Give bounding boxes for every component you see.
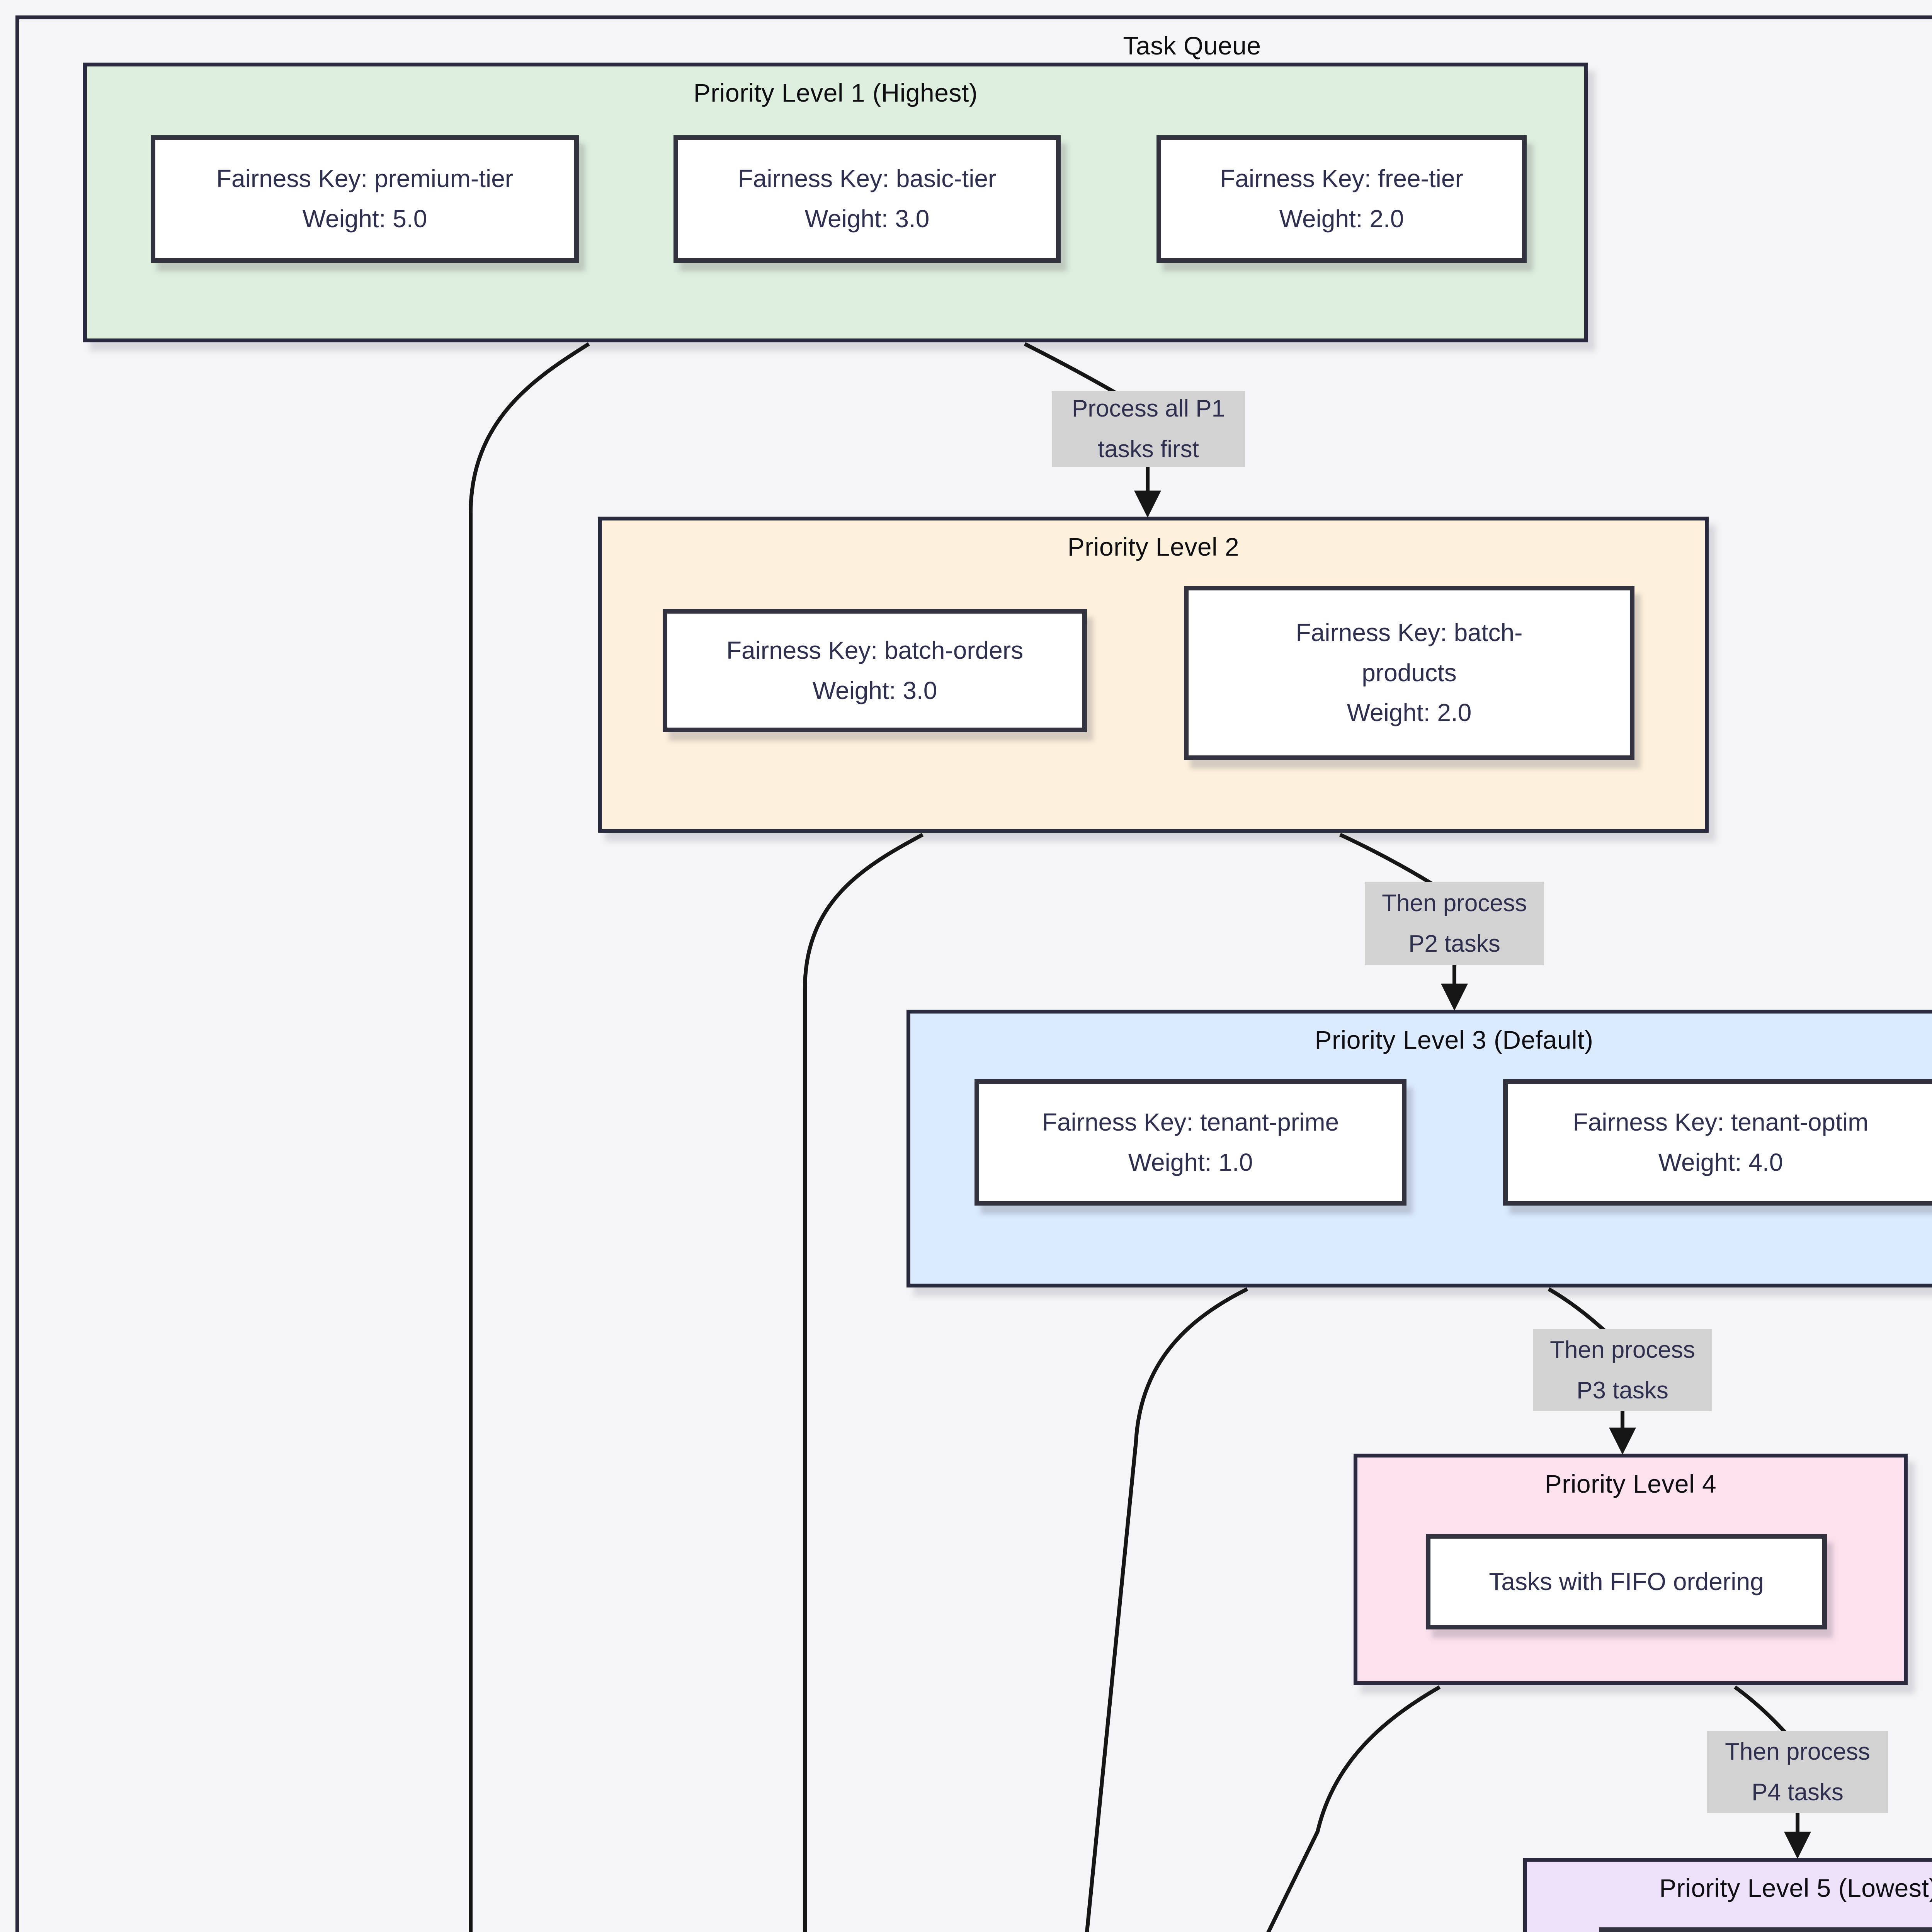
edge-p3-to-workers [1085, 1287, 1248, 1932]
node-batch-products: Fairness Key: batch- products Weight: 2.… [1184, 586, 1634, 760]
edge-p2-to-workers [803, 833, 924, 1932]
node-tenant-optim: Fairness Key: tenant-optim Weight: 4.0 [1503, 1079, 1932, 1206]
priority-level-4-title: Priority Level 4 [1544, 1469, 1717, 1498]
node-basic-tier: Fairness Key: basic-tier Weight: 3.0 [673, 135, 1061, 263]
priority-level-3-title: Priority Level 3 (Default) [1315, 1026, 1594, 1054]
priority-level-5-container: Priority Level 5 (Lowest) [1523, 1858, 1932, 1932]
node-premium-tier: Fairness Key: premium-tier Weight: 5.0 [151, 135, 579, 263]
node-p5-fifo: Tasks with FIFO ordering [1599, 1927, 1932, 1932]
node-free-tier: Fairness Key: free-tier Weight: 2.0 [1156, 135, 1527, 263]
edge-label-process-p3: Then process P3 tasks [1533, 1329, 1712, 1411]
edge-label-process-p4: Then process P4 tasks [1707, 1731, 1888, 1813]
node-p4-fifo: Tasks with FIFO ordering [1426, 1534, 1827, 1629]
edge-p1-to-workers [469, 342, 590, 1932]
edge-p4-to-workers [1266, 1685, 1441, 1932]
edge-label-process-p1: Process all P1 tasks first [1052, 391, 1245, 467]
task-queue-title: Task Queue [1123, 31, 1261, 60]
edge-label-process-p2: Then process P2 tasks [1365, 882, 1544, 965]
node-batch-orders: Fairness Key: batch-orders Weight: 3.0 [663, 609, 1087, 732]
node-tenant-prime: Fairness Key: tenant-prime Weight: 1.0 [975, 1079, 1406, 1206]
priority-level-1-title: Priority Level 1 (Highest) [693, 78, 978, 107]
priority-level-2-title: Priority Level 2 [1067, 532, 1240, 561]
priority-level-5-title: Priority Level 5 (Lowest) [1659, 1874, 1932, 1902]
